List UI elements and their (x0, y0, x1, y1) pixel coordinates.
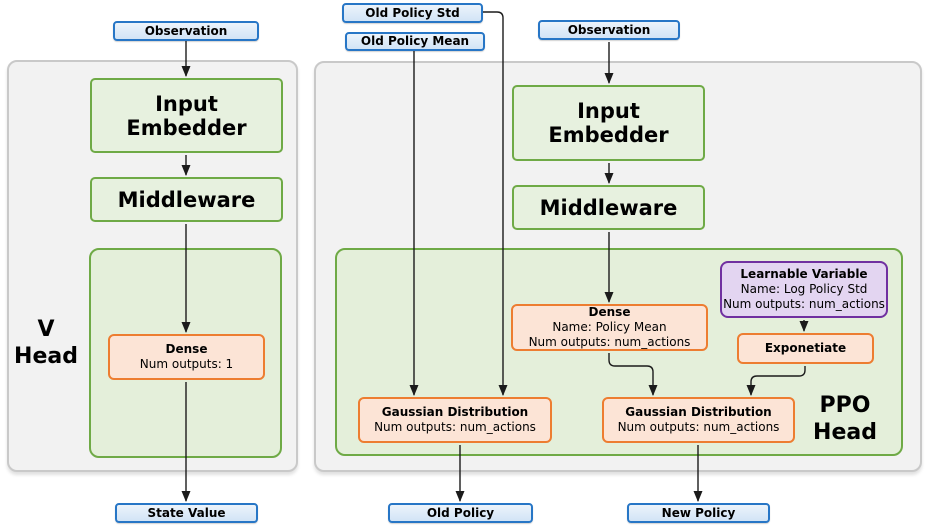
v-dense-node: Dense Num outputs: 1 (108, 334, 265, 380)
gaussian-distribution-old-node: Gaussian Distribution Num outputs: num_a… (358, 397, 552, 443)
state-value-label: State Value (147, 505, 226, 520)
old-policy-std-label: Old Policy Std (365, 5, 460, 20)
gaussian-old-detail: Num outputs: num_actions (374, 420, 536, 434)
learnable-variable-title: Learnable Variable (740, 267, 868, 281)
v-head-title: V Head (4, 316, 88, 370)
v-middleware-node: Middleware (90, 177, 283, 222)
ppo-observation-node: Observation (538, 20, 680, 40)
ppo-head-title: PPO Head (800, 392, 890, 446)
ppo-input-embedder-node: Input Embedder (512, 85, 705, 161)
old-policy-output-label: Old Policy (426, 505, 495, 520)
v-head-title-line2: Head (14, 344, 78, 369)
exponentiate-node: Exponetiate (737, 333, 874, 364)
old-policy-std-node: Old Policy Std (342, 3, 483, 23)
policy-mean-dense-title: Dense (588, 305, 631, 319)
exponentiate-label: Exponetiate (764, 341, 847, 355)
v-dense-detail: Num outputs: 1 (139, 357, 234, 371)
old-policy-mean-label: Old Policy Mean (360, 34, 470, 48)
v-observation-node: Observation (113, 21, 259, 41)
gaussian-new-detail: Num outputs: num_actions (617, 420, 780, 434)
learnable-variable-node: Learnable Variable Name: Log Policy Std … (720, 261, 888, 318)
gaussian-distribution-new-node: Gaussian Distribution Num outputs: num_a… (602, 397, 795, 443)
ppo-middleware-node: Middleware (512, 185, 705, 230)
learnable-variable-detail2: Num outputs: num_actions (723, 297, 885, 311)
policy-mean-dense-detail2: Num outputs: num_actions (528, 335, 691, 349)
v-observation-label: Observation (144, 23, 228, 38)
new-policy-output-node: New Policy (627, 503, 770, 523)
new-policy-output-label: New Policy (661, 505, 736, 520)
v-input-embedder-node: Input Embedder (90, 78, 283, 153)
ppo-input-embedder-label: Input Embedder (548, 99, 669, 147)
gaussian-new-title: Gaussian Distribution (625, 405, 772, 419)
ppo-head-title-line1: PPO (819, 393, 871, 418)
v-head-title-line1: V (37, 317, 55, 342)
v-input-embedder-label: Input Embedder (126, 91, 247, 140)
state-value-node: State Value (115, 503, 258, 523)
learnable-variable-detail1: Name: Log Policy Std (740, 282, 868, 296)
gaussian-old-title: Gaussian Distribution (381, 405, 529, 419)
ppo-observation-label: Observation (567, 22, 651, 37)
v-dense-title: Dense (165, 342, 208, 356)
ppo-head-title-line2: Head (813, 420, 877, 445)
old-policy-output-node: Old Policy (388, 503, 533, 523)
ppo-middleware-label: Middleware (539, 195, 678, 220)
old-policy-mean-node: Old Policy Mean (345, 32, 485, 51)
policy-mean-dense-node: Dense Name: Policy Mean Num outputs: num… (511, 304, 708, 351)
policy-mean-dense-detail1: Name: Policy Mean (552, 320, 667, 334)
v-middleware-label: Middleware (117, 187, 256, 212)
